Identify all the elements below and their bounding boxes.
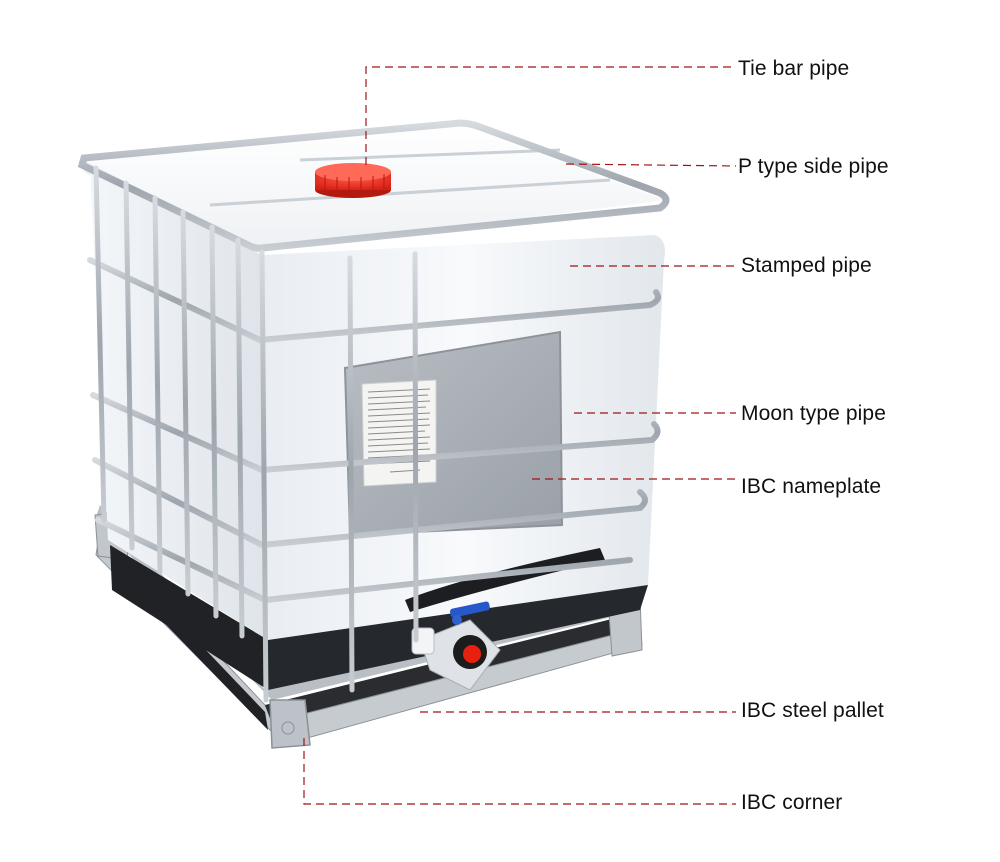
steel-cage	[77, 119, 670, 703]
nameplate	[343, 330, 564, 537]
fill-cap	[315, 163, 391, 198]
label-tie-bar-pipe: Tie bar pipe	[738, 57, 850, 80]
leader-line-ibc-corner	[303, 738, 736, 805]
leader-lines	[303, 66, 737, 805]
label-ibc-steel-pallet: IBC steel pallet	[741, 699, 884, 722]
leader-line-tie-bar-pipe	[365, 66, 736, 165]
discharge-valve	[405, 548, 605, 691]
leader-line-p-type-side-pipe	[565, 163, 737, 167]
label-moon-type-pipe: Moon type pipe	[741, 402, 886, 425]
label-ibc-corner: IBC corner	[741, 791, 843, 814]
label-ibc-nameplate: IBC nameplate	[741, 475, 882, 498]
label-p-type-side-pipe: P type side pipe	[738, 155, 889, 178]
label-stamped-pipe: Stamped pipe	[741, 254, 872, 277]
